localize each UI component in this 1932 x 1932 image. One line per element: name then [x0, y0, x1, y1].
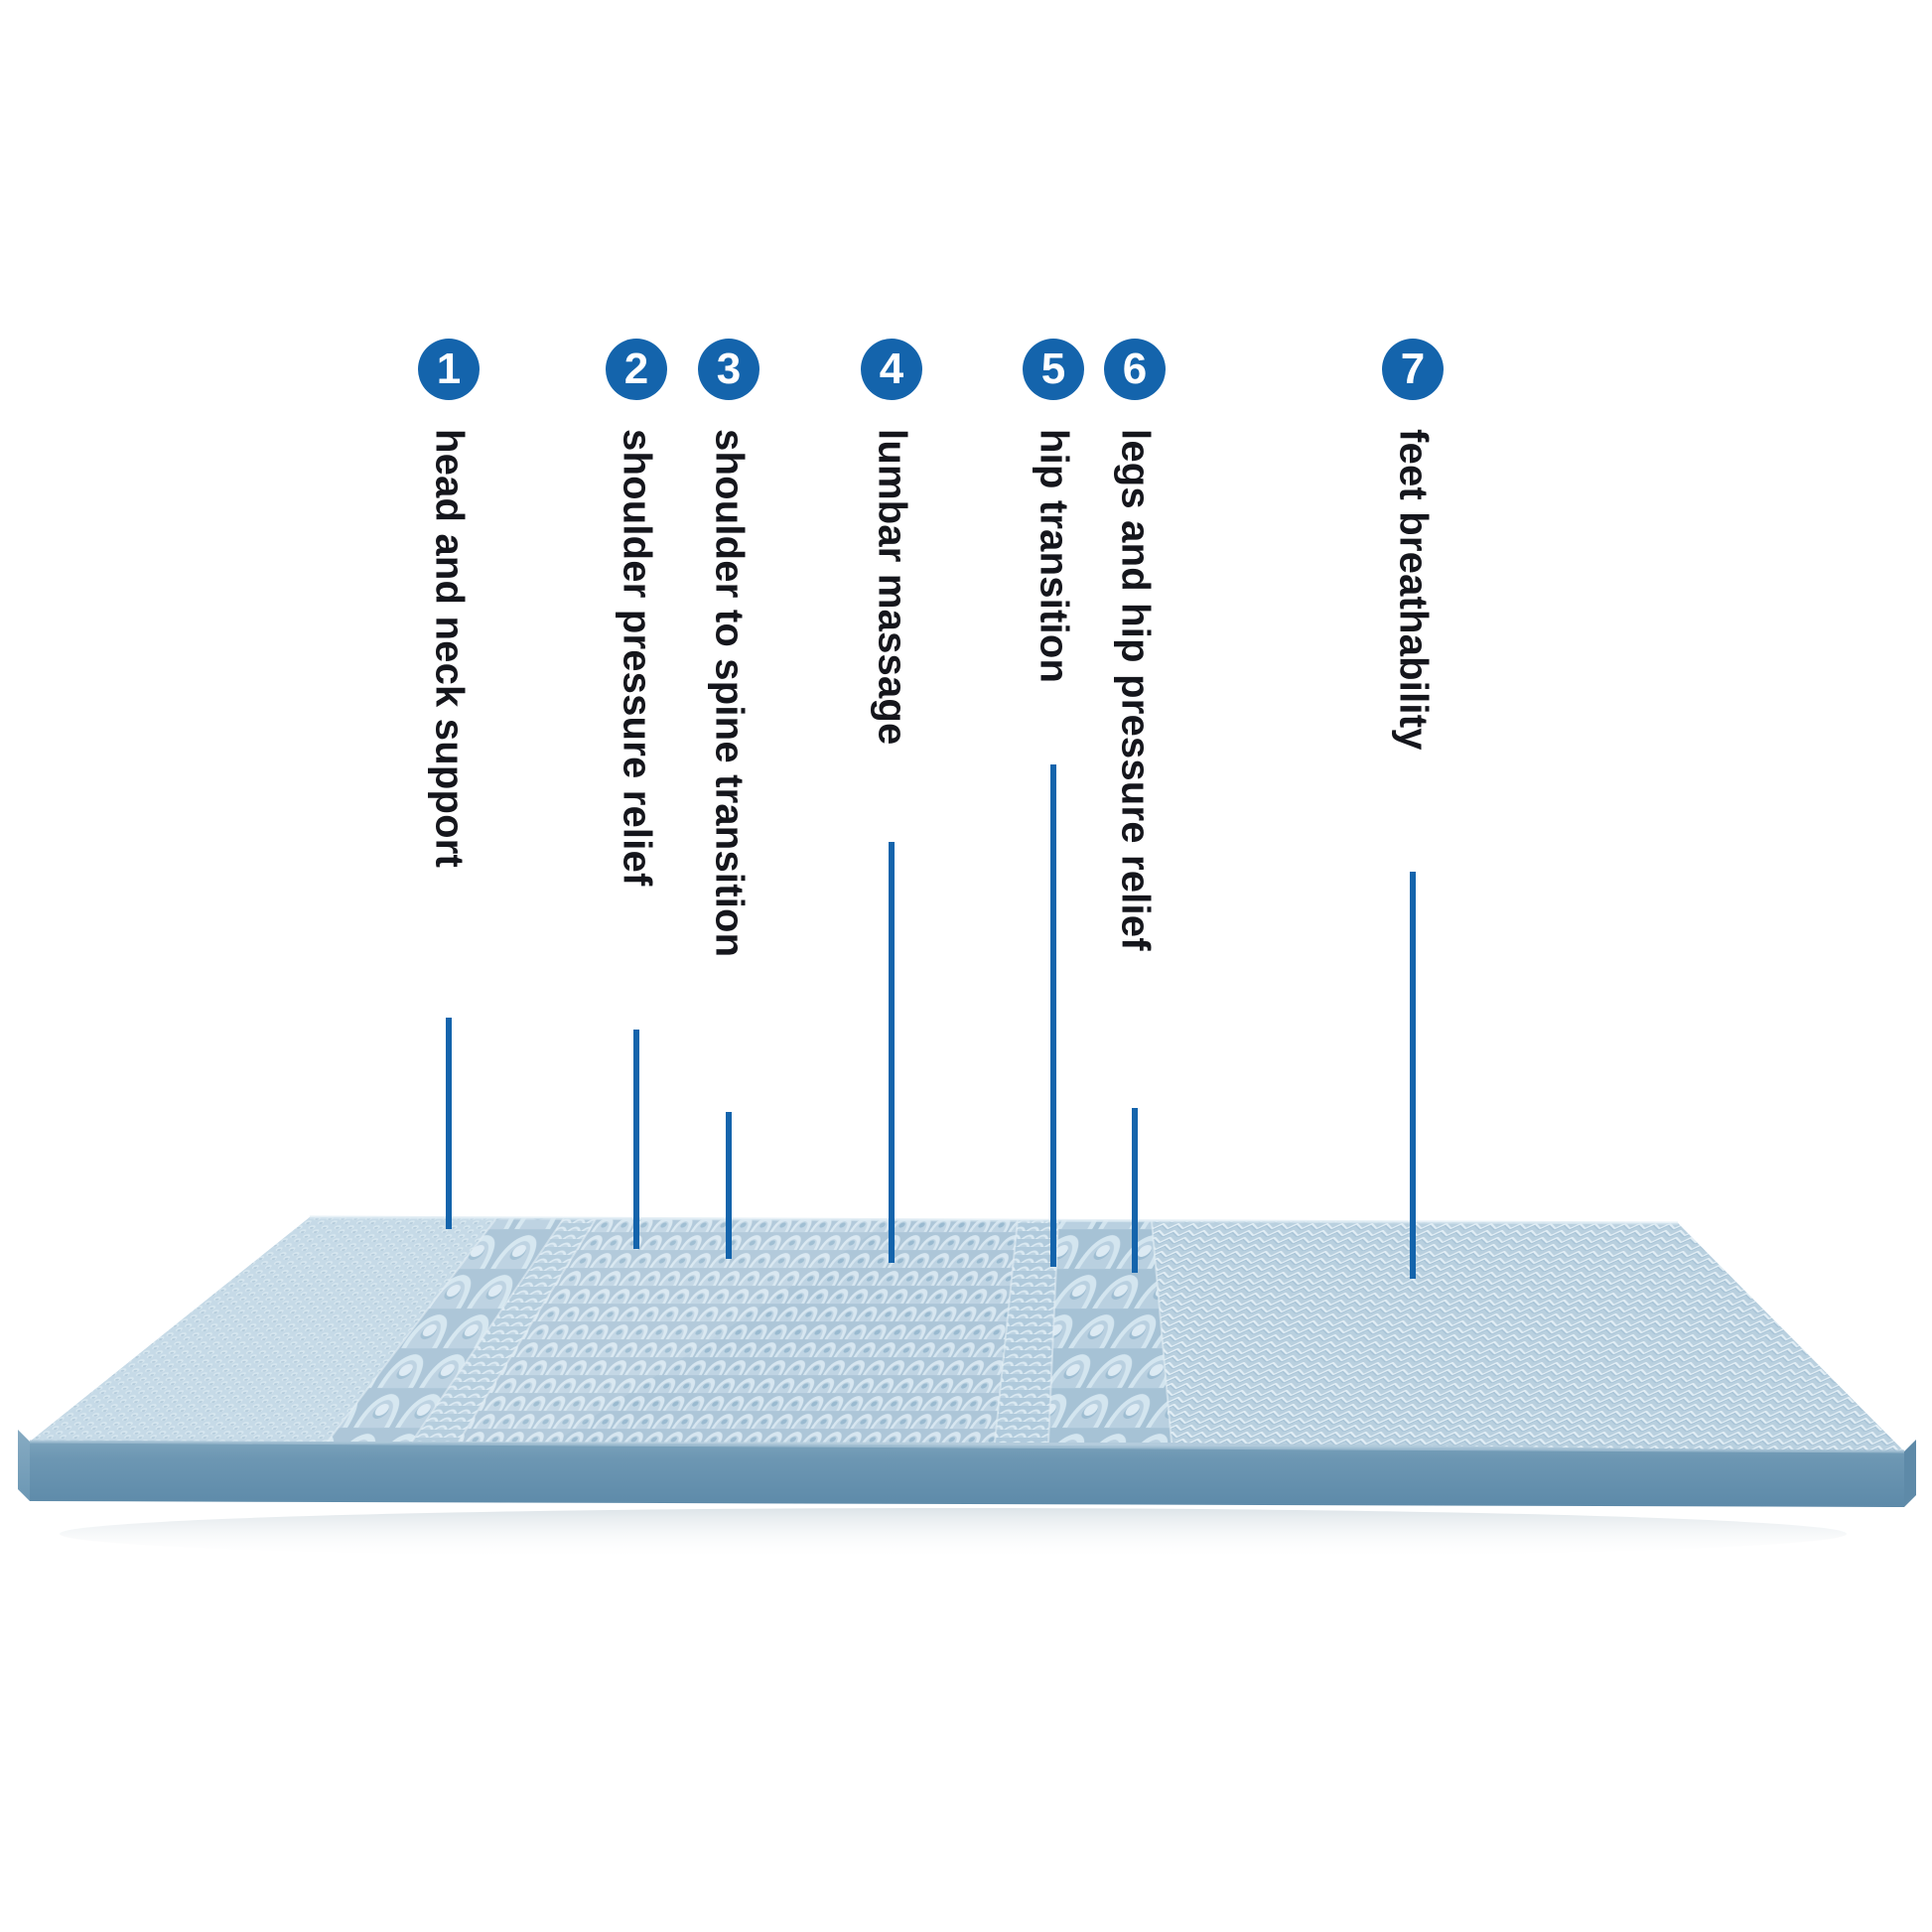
- callout-label-3: shoulder to spine transition: [707, 429, 752, 958]
- callout-label-2: shoulder pressure relief: [615, 429, 659, 887]
- callout-badge-2[interactable]: 2: [606, 339, 667, 400]
- callout-badge-3[interactable]: 3: [698, 339, 759, 400]
- callout-leader-line-2: [633, 1030, 639, 1249]
- callout-label-7: feet breathability: [1391, 429, 1436, 751]
- callout-leader-line-6: [1132, 1108, 1138, 1273]
- callout-label-6: legs and hip pressure relief: [1113, 429, 1158, 951]
- callout-leader-line-3: [726, 1112, 732, 1259]
- callout-badge-6[interactable]: 6: [1104, 339, 1166, 400]
- callout-badge-5[interactable]: 5: [1023, 339, 1084, 400]
- callout-badge-4[interactable]: 4: [861, 339, 922, 400]
- callout-label-4: lumbar massage: [870, 429, 914, 746]
- callout-leader-line-7: [1410, 872, 1416, 1279]
- callout-leader-line-4: [889, 842, 895, 1263]
- callout-label-5: hip transition: [1032, 429, 1076, 684]
- callout-badge-7[interactable]: 7: [1382, 339, 1444, 400]
- callout-leader-line-1: [446, 1018, 452, 1229]
- callout-badge-1[interactable]: 1: [418, 339, 480, 400]
- callout-leader-line-5: [1050, 764, 1056, 1267]
- callout-label-1: head and neck support: [427, 429, 472, 869]
